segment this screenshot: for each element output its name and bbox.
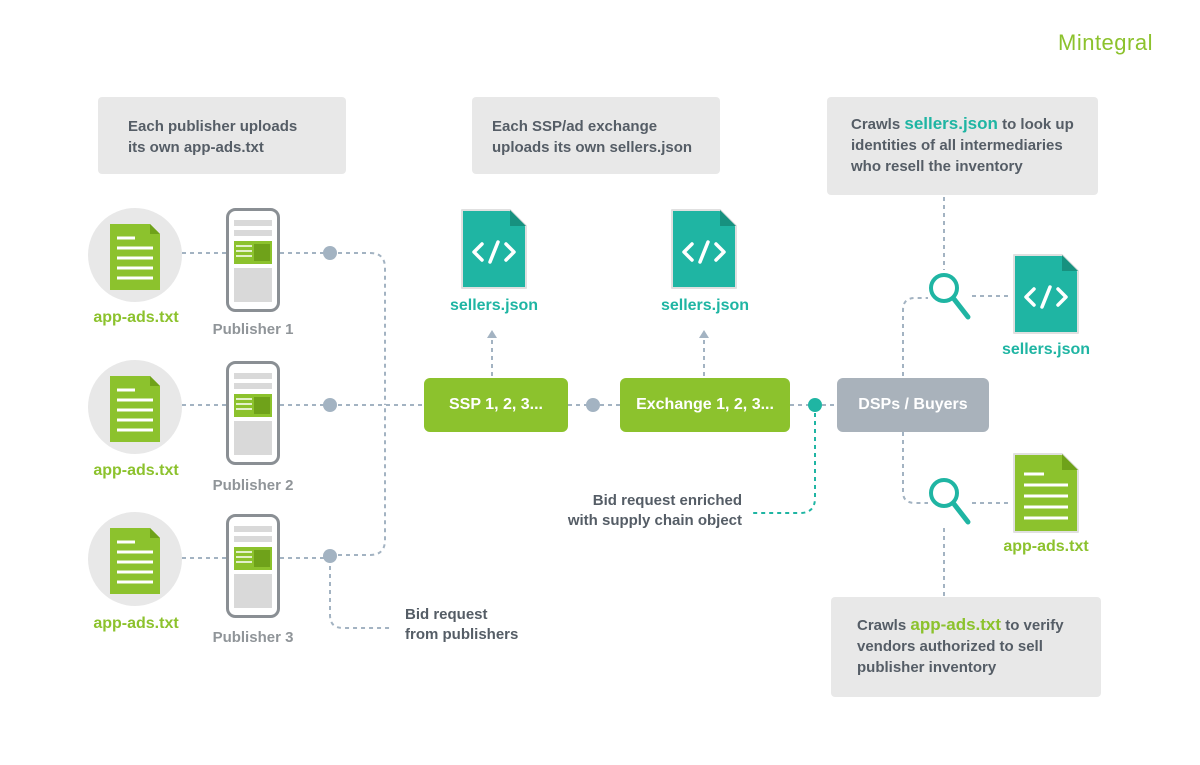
publisher-3-file-label: app-ads.txt <box>93 615 179 632</box>
annotation-line: Bid request enriched <box>592 492 742 509</box>
bid-request-enriched-annotation: Bid request enriched with supply chain o… <box>548 491 742 531</box>
note-line: who resell the inventory <box>851 158 1023 175</box>
app-ads-file-icon <box>88 208 182 302</box>
note-crawl-sellers: Crawls sellers.json to look up identitie… <box>827 97 1098 195</box>
note-line: publisher inventory <box>857 659 997 676</box>
annotation-line: Bid request <box>405 606 488 623</box>
annotation-line: with supply chain object <box>567 512 742 529</box>
sellers-json-file-icon <box>671 209 737 289</box>
note-line: uploads its own sellers.json <box>492 139 693 156</box>
note-line: Each SSP/ad exchange <box>492 118 658 135</box>
app-ads-file-icon <box>1013 453 1079 533</box>
app-ads-file-icon <box>88 512 182 606</box>
note-publisher-upload: Each publisher uploads its own app-ads.t… <box>98 97 346 174</box>
publisher-1-name: Publisher 1 <box>212 321 294 338</box>
publisher-3-name: Publisher 3 <box>212 629 294 646</box>
bid-request-publishers-annotation: Bid request from publishers <box>405 605 518 645</box>
note-line: Crawls sellers.json to look up <box>851 113 1074 135</box>
publisher-1-file-label: app-ads.txt <box>93 309 179 326</box>
phone-icon <box>226 208 280 312</box>
dsp-sellers-json-label: sellers.json <box>1001 341 1091 358</box>
dsp-app-ads-label: app-ads.txt <box>1003 538 1089 555</box>
mintegral-logo: Mintegral <box>1058 30 1153 55</box>
note-highlight-sellers: sellers.json <box>904 114 998 133</box>
note-line: its own app-ads.txt <box>128 139 264 156</box>
sellers-json-file-icon <box>461 209 527 289</box>
exchange-sellers-json-label: sellers.json <box>660 297 750 314</box>
note-crawl-appads: Crawls app-ads.txt to verify vendors aut… <box>831 597 1101 697</box>
ssp-sellers-json-label: sellers.json <box>449 297 539 314</box>
note-line: Each publisher uploads <box>128 118 298 135</box>
publisher-2-name: Publisher 2 <box>212 477 294 494</box>
search-icon <box>929 273 971 320</box>
note-suffix: to look up <box>997 116 1074 133</box>
note-line: identities of all intermediaries <box>851 137 1063 154</box>
phone-icon <box>226 514 280 618</box>
note-ssp-upload: Each SSP/ad exchange uploads its own sel… <box>472 97 720 174</box>
note-suffix: to verify <box>1001 617 1064 634</box>
note-prefix: Crawls <box>851 116 905 133</box>
note-line: Crawls app-ads.txt to verify <box>857 614 1075 636</box>
sellers-json-file-icon <box>1013 254 1079 334</box>
dsp-buyers-node: DSPs / Buyers <box>837 378 989 432</box>
ssp-node: SSP 1, 2, 3... <box>424 378 568 432</box>
phone-icon <box>226 361 280 465</box>
annotation-line: from publishers <box>405 626 519 643</box>
exchange-node: Exchange 1, 2, 3... <box>620 378 790 432</box>
note-highlight-appads: app-ads.txt <box>910 615 1002 634</box>
note-prefix: Crawls <box>857 617 911 634</box>
publisher-2-file-label: app-ads.txt <box>93 462 179 479</box>
search-icon <box>929 478 971 525</box>
app-ads-file-icon <box>88 360 182 454</box>
note-line: vendors authorized to sell <box>857 638 1043 655</box>
